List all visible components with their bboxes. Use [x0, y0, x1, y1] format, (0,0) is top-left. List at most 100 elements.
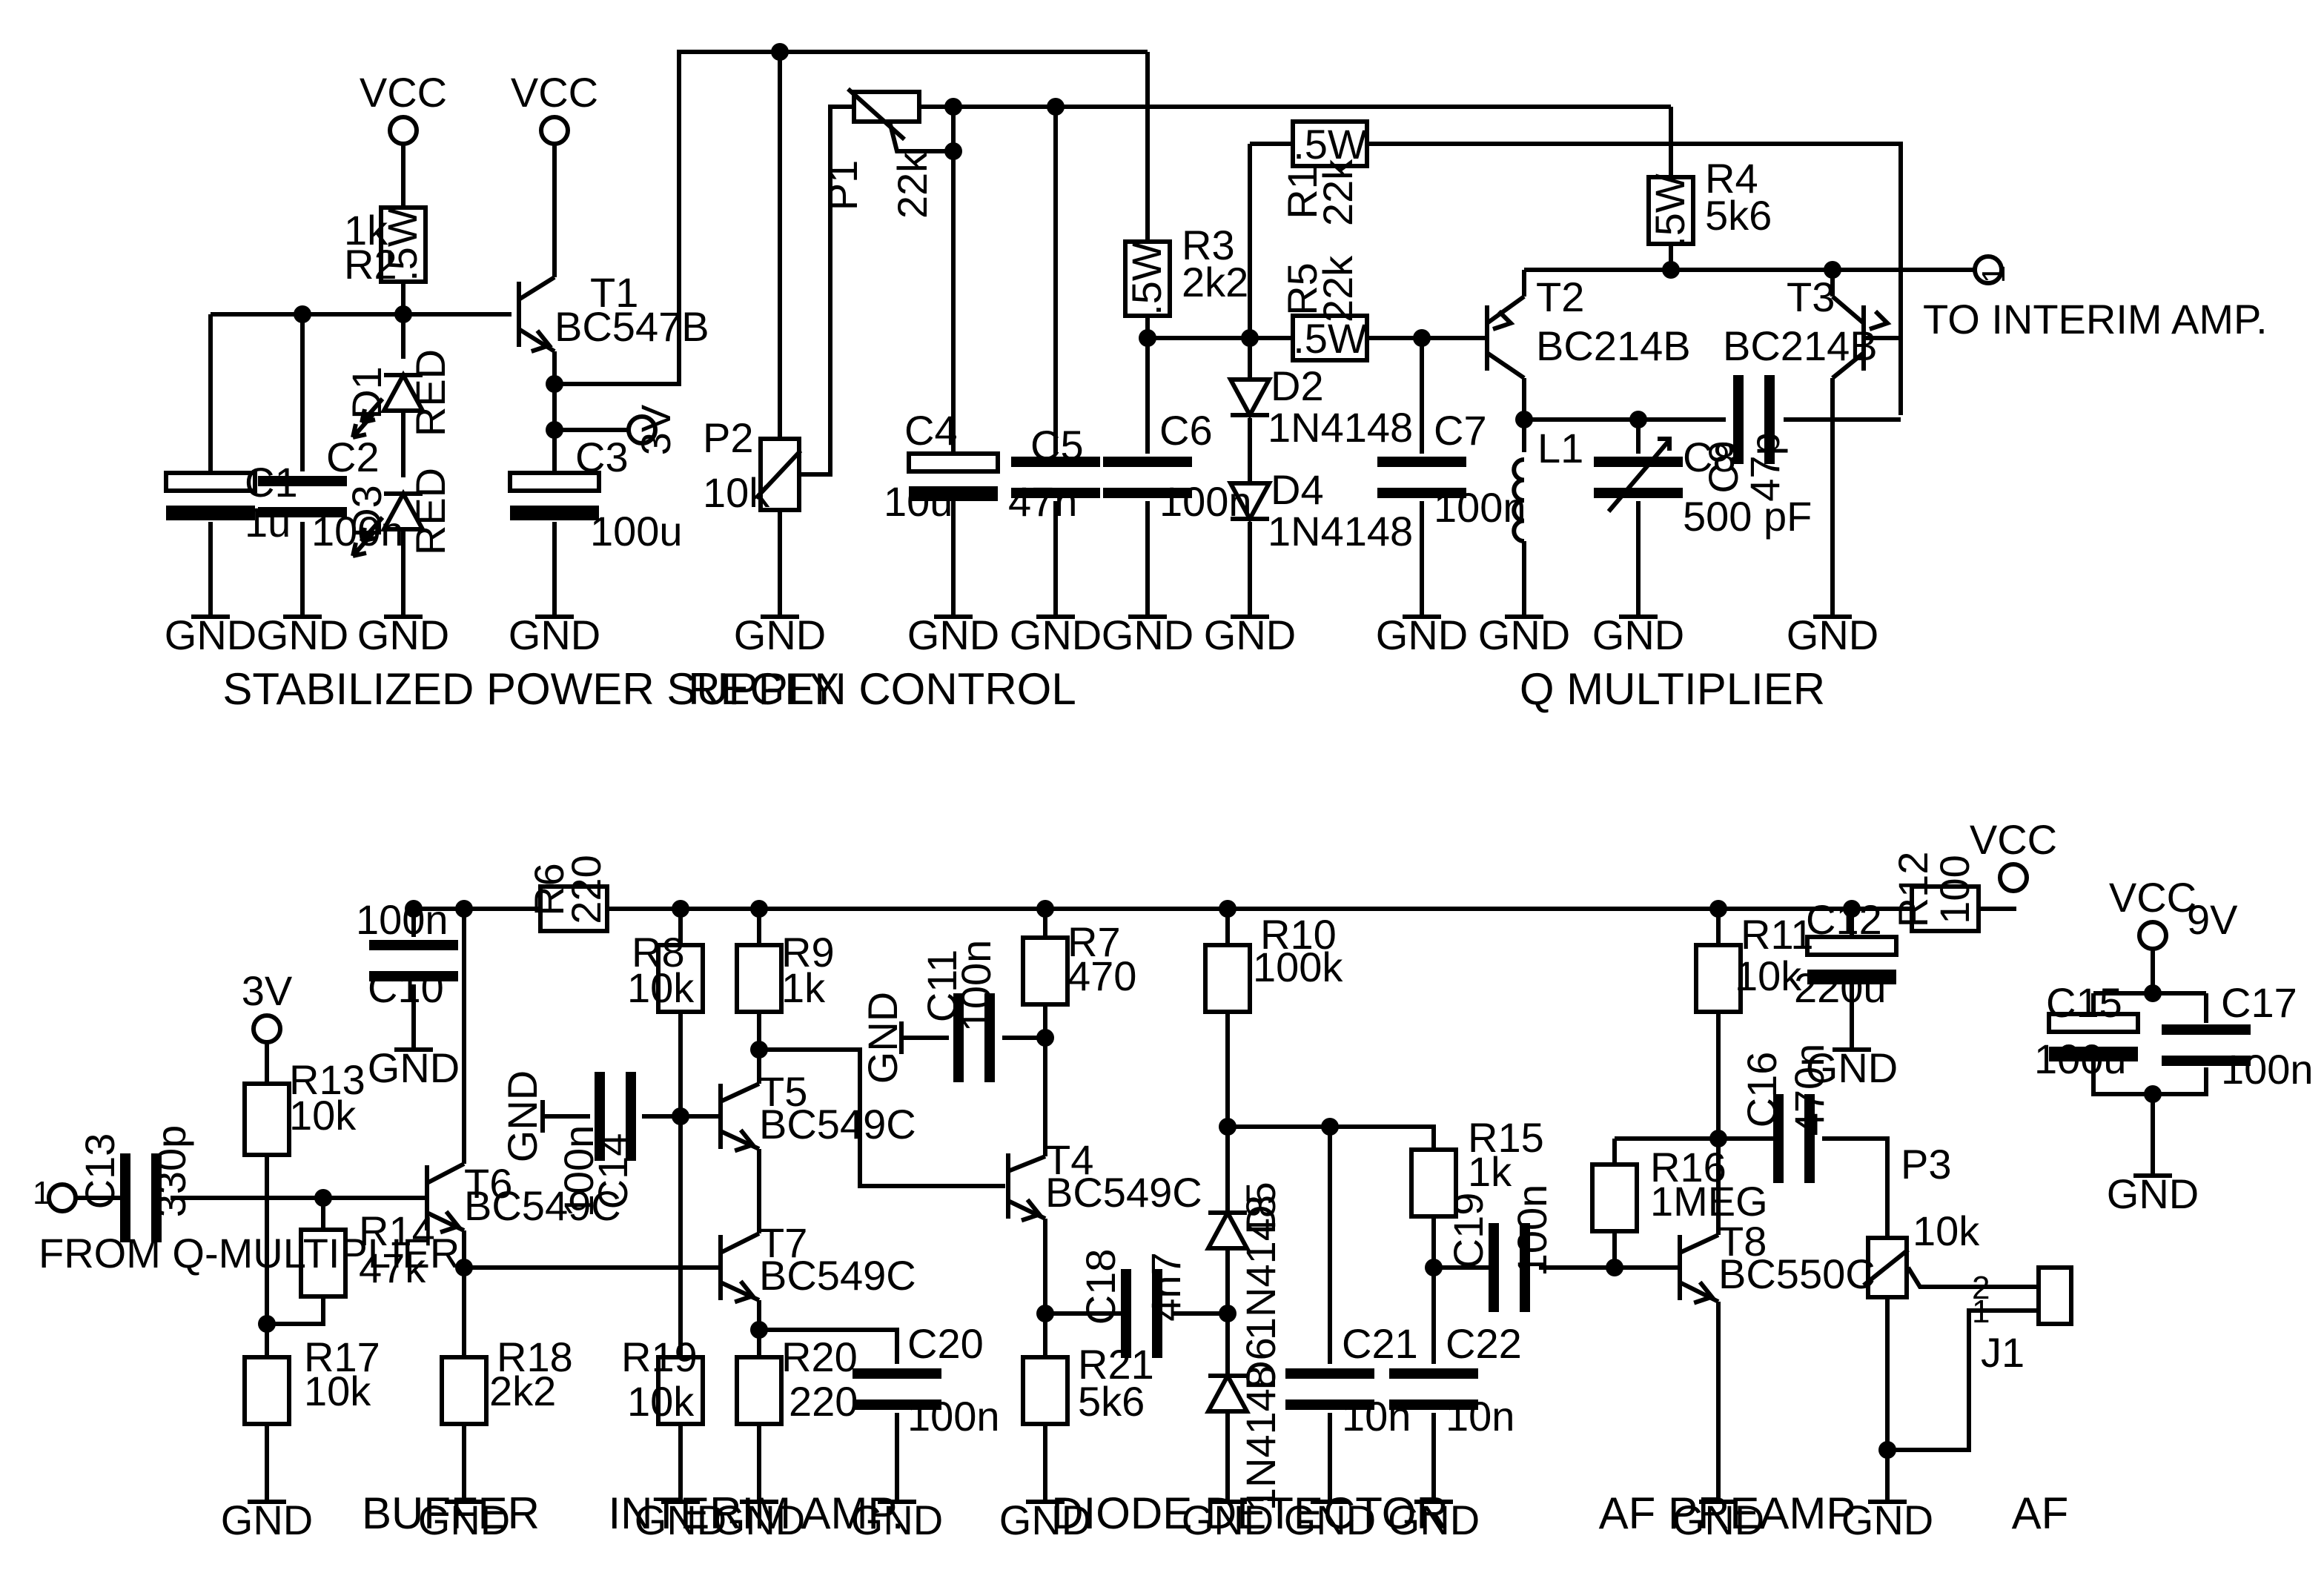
label-r15-value: 1k	[1468, 1148, 1512, 1195]
label-c5-value: 47n	[1008, 478, 1077, 525]
wire	[1228, 1124, 1436, 1149]
label-c2-value: 100n	[311, 508, 404, 554]
label-d3-value: RED	[407, 468, 454, 555]
junction-dot	[1036, 900, 1054, 918]
label-c21-value: 10n	[1342, 1393, 1411, 1440]
label-t6-ref: T6	[464, 1160, 512, 1207]
gnd-label: GND	[635, 1497, 726, 1543]
label-d4-ref: D4	[1271, 466, 1324, 513]
from-q-label: FROM Q-MULTIPLIER	[39, 1230, 460, 1276]
pin-number: 1	[1972, 1293, 1990, 1330]
label-r18-value: 2k2	[489, 1368, 556, 1414]
to-interim-label: TO INTERIM AMP.	[1923, 296, 2268, 342]
section-title-af: AF	[2012, 1488, 2069, 1538]
ground-symbol	[1868, 1475, 1907, 1504]
resistor-r17	[242, 1355, 291, 1426]
junction-dot	[294, 305, 311, 323]
label-d2-ref: D2	[1271, 362, 1324, 409]
gnd-label: GND	[2107, 1170, 2199, 1217]
wire	[1887, 1308, 2039, 1452]
label-r17-ref: R17	[304, 1334, 380, 1380]
junction-dot	[1709, 1130, 1727, 1147]
label-c20-value: 100n	[907, 1393, 1000, 1440]
ground-symbol	[1026, 1475, 1065, 1504]
label-r1-ref: R1	[1279, 166, 1325, 219]
transistor-t1	[517, 275, 556, 354]
gnd-label: GND	[1284, 1497, 1376, 1543]
capacitor-c12	[1805, 935, 1898, 984]
label-r7-value: 470	[1067, 953, 1136, 999]
supply-label: VCC	[1970, 816, 2057, 863]
junction-dot	[1425, 1259, 1443, 1276]
label-c6-value: 100n	[1159, 478, 1252, 525]
label-c11-ref: C11	[918, 950, 965, 1023]
diode-d5	[1204, 1208, 1251, 1251]
supply-label: VCC	[2109, 874, 2196, 921]
power-rating: .5W	[1123, 242, 1170, 316]
resistor-r10	[1203, 943, 1252, 1014]
label-c20-ref: C20	[907, 1320, 984, 1367]
label-d5-ref: D5	[1237, 1182, 1284, 1235]
junction-dot	[771, 43, 789, 61]
label-t8-value: BC550C	[1718, 1251, 1876, 1297]
label-t5-ref: T5	[759, 1068, 807, 1115]
ground-symbol	[878, 1475, 916, 1504]
wire	[759, 1047, 1005, 1188]
gnd-label: GND	[851, 1497, 943, 1543]
label-r4-ref: R4	[1705, 155, 1758, 202]
label-c14-ref: C14	[589, 1133, 636, 1210]
label-r3-value: 2k2	[1182, 259, 1248, 305]
components	[47, 87, 2251, 1504]
label-r10-ref: R10	[1260, 911, 1337, 958]
wires	[76, 50, 2208, 1475]
ground-symbol	[761, 590, 799, 619]
junction-dot	[314, 1189, 332, 1207]
capacitor-c6	[1103, 457, 1192, 498]
label-r21-value: 5k6	[1078, 1378, 1145, 1425]
capacitor-c18	[1121, 1269, 1162, 1358]
label-r2-value: 1k	[344, 207, 388, 254]
led-d3	[351, 488, 427, 558]
label-r11-ref: R11	[1741, 911, 1814, 958]
label-c1-value: 1u	[245, 499, 291, 546]
section-title-interim: INTERIM AMP.	[609, 1488, 904, 1538]
transistor-t8	[1678, 1233, 1720, 1305]
wire	[759, 1328, 899, 1364]
label-t1-ref: T1	[590, 269, 638, 316]
junction-dot	[1219, 1305, 1237, 1322]
label-r6-ref: R6	[526, 863, 572, 916]
junction-dot	[750, 1321, 768, 1339]
section-title-regen: REGEN CONTROL	[688, 664, 1076, 714]
label-t7-value: BC549C	[759, 1252, 916, 1299]
label-r9-ref: R9	[781, 929, 835, 975]
gnd-label: GND	[1672, 1497, 1764, 1543]
junction-dot	[405, 900, 423, 918]
label-t2-ref: T2	[1536, 274, 1584, 320]
section-title-preamp: AF PREAMP	[1599, 1488, 1856, 1538]
resistor-r13	[242, 1081, 291, 1157]
label-r21-ref: R21	[1078, 1341, 1154, 1388]
capacitor-c2	[258, 476, 347, 517]
ground-symbol	[1403, 590, 1441, 619]
gnd-label: GND	[1204, 612, 1296, 658]
junction-dot	[944, 98, 962, 116]
ground-symbol	[661, 1475, 700, 1504]
gnd-label: GND	[499, 1070, 546, 1162]
junction-dot	[546, 375, 563, 393]
label-p2-value: 10k	[703, 469, 770, 516]
label-c12-ref: C12	[1806, 896, 1882, 943]
label-r13-ref: R13	[289, 1056, 365, 1103]
label-d1-ref: D1	[343, 366, 390, 420]
diode-d2	[1226, 377, 1274, 420]
label-r14-ref: R14	[359, 1208, 435, 1254]
gnd-label: GND	[1376, 612, 1468, 658]
ground-symbol	[384, 590, 423, 619]
inductor-l1	[1512, 457, 1525, 543]
section-title-buffer: BUFFER	[362, 1488, 540, 1538]
capacitor-c20	[853, 1368, 941, 1410]
junction-dot	[1036, 1305, 1054, 1322]
label-r6-value: 220	[563, 855, 609, 924]
capacitor-c21	[1285, 1368, 1374, 1410]
label-r12-value: 100	[1931, 855, 1978, 924]
